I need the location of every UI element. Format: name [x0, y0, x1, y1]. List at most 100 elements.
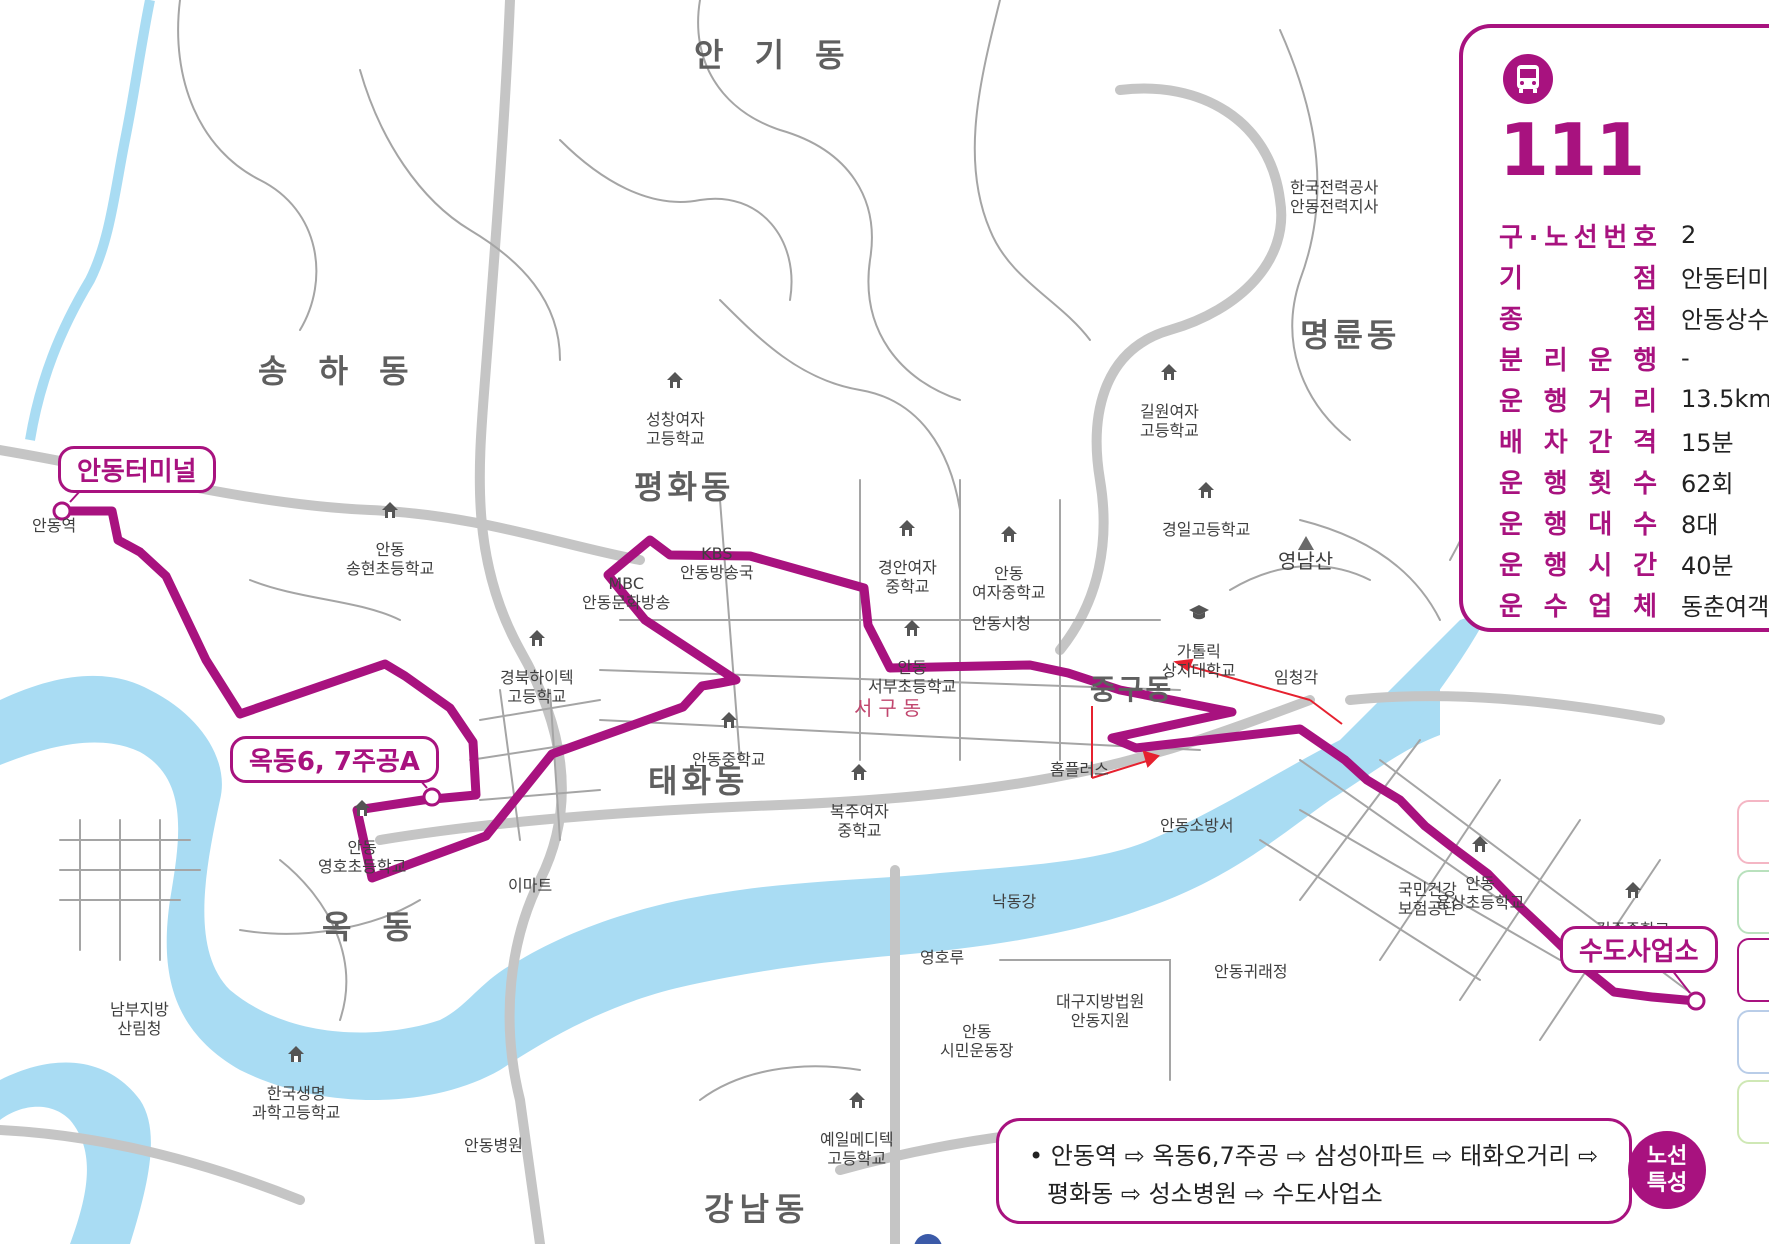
- route-info-key-char: 횟: [1588, 468, 1613, 499]
- route-info-key-char: 선: [1573, 222, 1598, 253]
- side-tab[interactable]: [1737, 870, 1769, 934]
- label-gyeongan: 경안여자 중학교: [878, 500, 937, 596]
- stop-callout-mid[interactable]: 옥동6, 7주공A: [230, 736, 439, 783]
- route-info-key-char: 운: [1499, 550, 1523, 581]
- label-nakdonggang: 낙동강: [992, 892, 1037, 911]
- route-info-row: 기점안동터미널: [1499, 259, 1769, 294]
- label-bokju: 복주여자 중학교: [830, 744, 889, 840]
- route-info-value: 13.5km: [1681, 385, 1769, 413]
- label-gwiraejeong: 안동귀래정: [1214, 962, 1288, 981]
- route-feature-box: • 안동역 ⇨ 옥동6,7주공 ⇨ 삼성아파트 ⇨ 태화오거리 ⇨ 평화동 ⇨ …: [996, 1118, 1632, 1224]
- route-info-key-char: 리: [1543, 345, 1568, 376]
- label-text: 경일고등학교: [1162, 520, 1251, 539]
- label-mbc: MBC 안동문화방송: [582, 574, 671, 612]
- route-info-key-char: 점: [1633, 304, 1657, 335]
- label-text: 가톨릭 상지대학교: [1162, 642, 1236, 680]
- label-gyeongbuk-hitech: 경북하이텍 고등학교: [500, 610, 574, 706]
- label-andong-station: 안동역: [32, 516, 77, 535]
- school-icon: [382, 502, 399, 518]
- stop-callout-start[interactable]: 안동터미널: [58, 446, 216, 493]
- route-info-key-char: 행: [1543, 550, 1568, 581]
- label-songhyeon: 안동 송현초등학교: [346, 482, 434, 578]
- route-number: 111: [1499, 108, 1645, 192]
- label-andong-hospital: 안동병원: [464, 1136, 523, 1155]
- side-tab[interactable]: [1737, 800, 1769, 864]
- label-imcheonggak: 임청각: [1274, 668, 1319, 687]
- label-seongchang: 성창여자 고등학교: [646, 352, 705, 448]
- label-yeongho-es: 안동 영호초등학교: [318, 780, 406, 876]
- school-icon: [1161, 364, 1178, 380]
- school-icon: [288, 1046, 305, 1062]
- route-info-key-char: 번: [1603, 222, 1628, 253]
- school-icon: [528, 630, 545, 646]
- route-info-key-char: 수: [1633, 468, 1657, 499]
- school-icon: [1472, 836, 1489, 852]
- label-text: 한국생명 과학고등학교: [252, 1084, 341, 1122]
- label-seobu-es: 안동 서부초등학교: [868, 600, 956, 696]
- side-tab[interactable]: [1737, 938, 1769, 1002]
- school-icon: [354, 800, 371, 816]
- route-info-value: 8대: [1681, 510, 1719, 539]
- district-taehwa: 태화동: [648, 762, 749, 800]
- route-info-key-char: 시: [1588, 550, 1613, 581]
- route-feature-line-1: • 안동역 ⇨ 옥동6,7주공 ⇨ 삼성아파트 ⇨ 태화오거리 ⇨: [1029, 1142, 1599, 1170]
- route-info-key-char: 간: [1633, 550, 1657, 581]
- label-text: 성창여자 고등학교: [646, 410, 705, 448]
- route-info-key-char: 수: [1543, 591, 1568, 622]
- route-info-value: 15분: [1681, 428, 1734, 457]
- bus-icon: [1503, 54, 1553, 104]
- school-icon: [720, 712, 737, 728]
- school-icon: [1198, 482, 1215, 498]
- route-info-panel: 111 구.노선번호2기점안동터미널종점안동상수도분리운행-운행거리13.5km…: [1459, 24, 1769, 632]
- route-info-key-char: 운: [1499, 509, 1523, 540]
- label-gyeongil: 경일고등학교: [1162, 462, 1250, 539]
- direction-arrows: [1091, 658, 1343, 779]
- route-info-key-char: 행: [1543, 386, 1568, 417]
- label-text: 안동 여자중학교: [972, 564, 1046, 602]
- district-ok: 옥 동: [322, 908, 423, 946]
- route-info-value: 40분: [1681, 551, 1734, 580]
- label-andong-ms: 안동중학교: [692, 692, 766, 769]
- route-info-key-char: 운: [1499, 468, 1523, 499]
- mountain-peak-icon: [1298, 536, 1314, 550]
- route-info-value: 62회: [1681, 469, 1734, 498]
- route-info-key-char: 행: [1633, 345, 1657, 376]
- district-myeongnyun: 명륜동: [1300, 316, 1401, 354]
- label-yongsang-es: 안동 용상초등학교: [1436, 816, 1524, 912]
- route-info-key-char: 종: [1499, 304, 1523, 335]
- route-info-key-char: 차: [1543, 427, 1568, 458]
- river-west: [0, 1062, 151, 1244]
- label-andong-girls-ms: 안동 여자중학교: [972, 506, 1046, 602]
- road-marker-icon: [914, 1234, 942, 1244]
- label-text: 안동 서부초등학교: [868, 658, 957, 696]
- side-tab[interactable]: [1737, 1010, 1769, 1074]
- route-info-key-char: 격: [1633, 427, 1657, 458]
- label-text: 안동 용상초등학교: [1436, 874, 1525, 912]
- route-info-key-char: 운: [1499, 591, 1523, 622]
- route-info-key-char: .: [1528, 216, 1539, 247]
- route-info-key-char: 업: [1588, 591, 1613, 622]
- district-pyeonghwa: 평화동: [634, 468, 735, 506]
- side-tab[interactable]: [1737, 1080, 1769, 1144]
- graduation-cap-icon: [1188, 605, 1209, 620]
- route-info-key-char: 체: [1633, 591, 1657, 622]
- route-info-key-char: 분: [1499, 345, 1523, 376]
- label-homeplus: 홈플러스: [1050, 760, 1109, 779]
- school-icon: [1000, 526, 1017, 542]
- route-info-key-char: 구: [1499, 222, 1523, 253]
- stop-callout-end[interactable]: 수도사업소: [1560, 926, 1718, 973]
- district-seogu: 서구동: [854, 696, 928, 720]
- stream-northwest: [25, 0, 155, 441]
- route-info-key-char: 기: [1499, 263, 1523, 294]
- label-city-hall: 안동시청: [972, 614, 1031, 633]
- label-text: 복주여자 중학교: [830, 802, 889, 840]
